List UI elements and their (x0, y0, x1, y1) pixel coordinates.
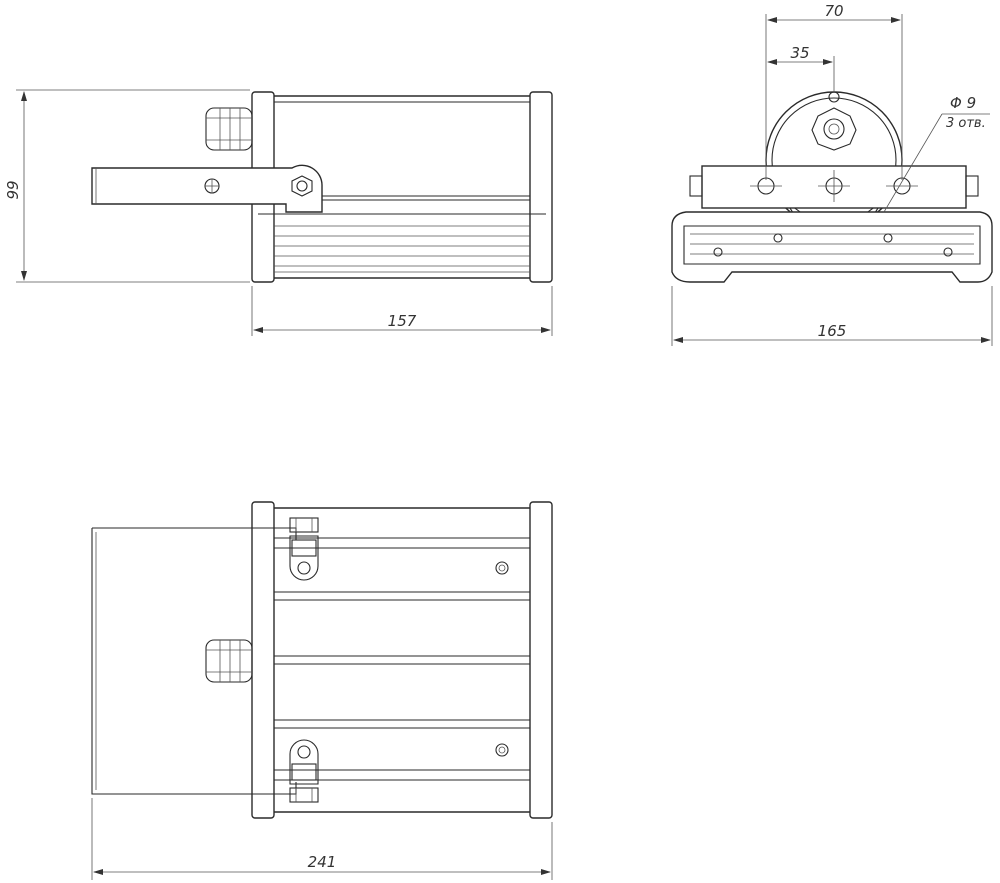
cable-gland-icon (205, 639, 253, 683)
dim-height: 99 (4, 180, 22, 199)
side-view: 99 157 (4, 89, 553, 336)
top-view: 241 (91, 501, 553, 880)
dim-hole-diameter: Φ 9 (950, 94, 976, 112)
mounting-lug-bottom (289, 739, 319, 803)
dim-bracket-half: 35 (790, 44, 809, 62)
mounting-bracket (91, 164, 323, 213)
dim-length: 157 (388, 312, 417, 330)
cable-gland-icon (205, 107, 253, 151)
dim-hole-count: 3 отв. (946, 116, 986, 131)
dim-width: 165 (818, 322, 847, 340)
mounting-lug-top (289, 517, 319, 581)
dim-bracket-span: 70 (824, 2, 843, 20)
dim-total-length: 241 (308, 853, 337, 871)
front-view: 70 35 Φ 9 3 отв. 165 (671, 2, 993, 346)
